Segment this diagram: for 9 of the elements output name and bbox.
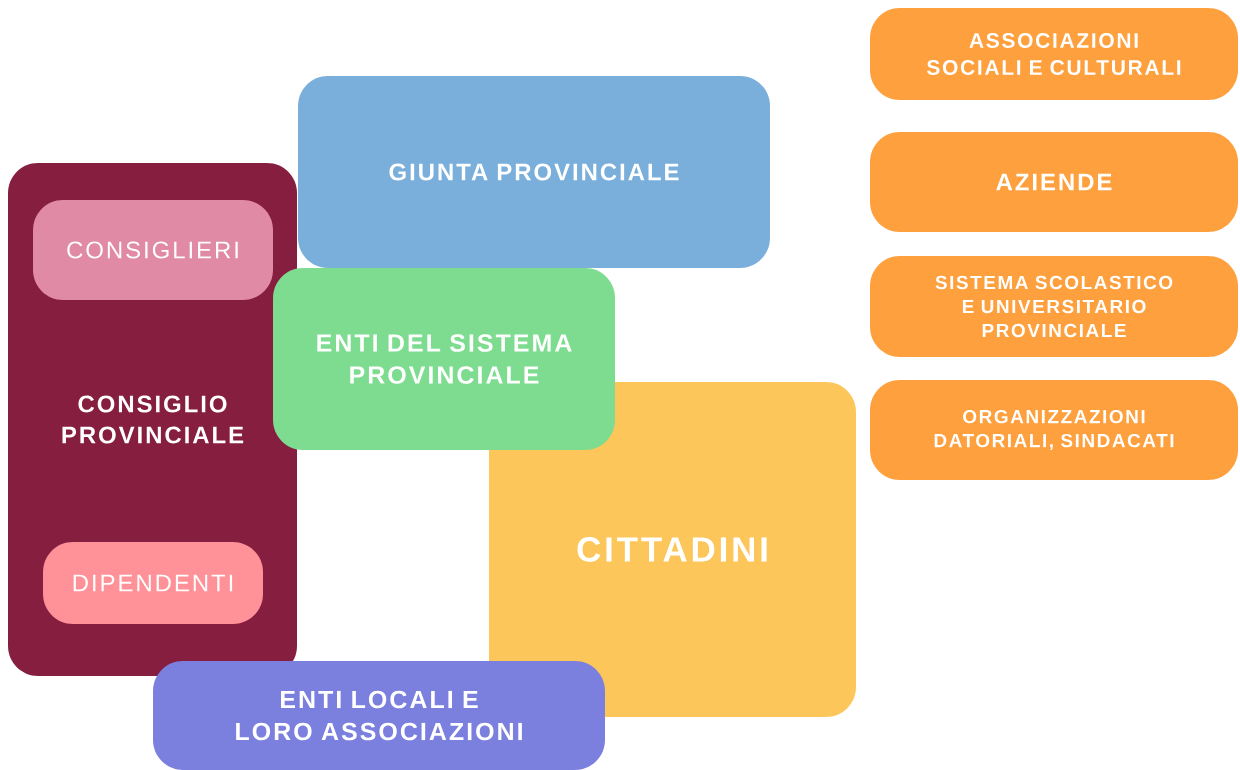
group-box: ENTI DEL SISTEMA PROVINCIALE — [273, 268, 615, 450]
group-box: SISTEMA SCOLASTICO E UNIVERSITARIO PROVINCIALE — [870, 256, 1238, 357]
group-box: ASSOCIAZIONI SOCIALI E CULTURALI — [870, 8, 1238, 100]
member-box: CONSIGLIERI — [33, 200, 273, 300]
group-box: AZIENDE — [870, 132, 1238, 232]
group-box: GIUNTA PROVINCIALE — [298, 76, 770, 268]
group-box: ORGANIZZAZIONI DATORIALI, SINDACATI — [870, 380, 1238, 480]
group-box: ENTI LOCALI E LORO ASSOCIAZIONI — [153, 661, 605, 770]
member-box: DIPENDENTI — [43, 542, 263, 624]
